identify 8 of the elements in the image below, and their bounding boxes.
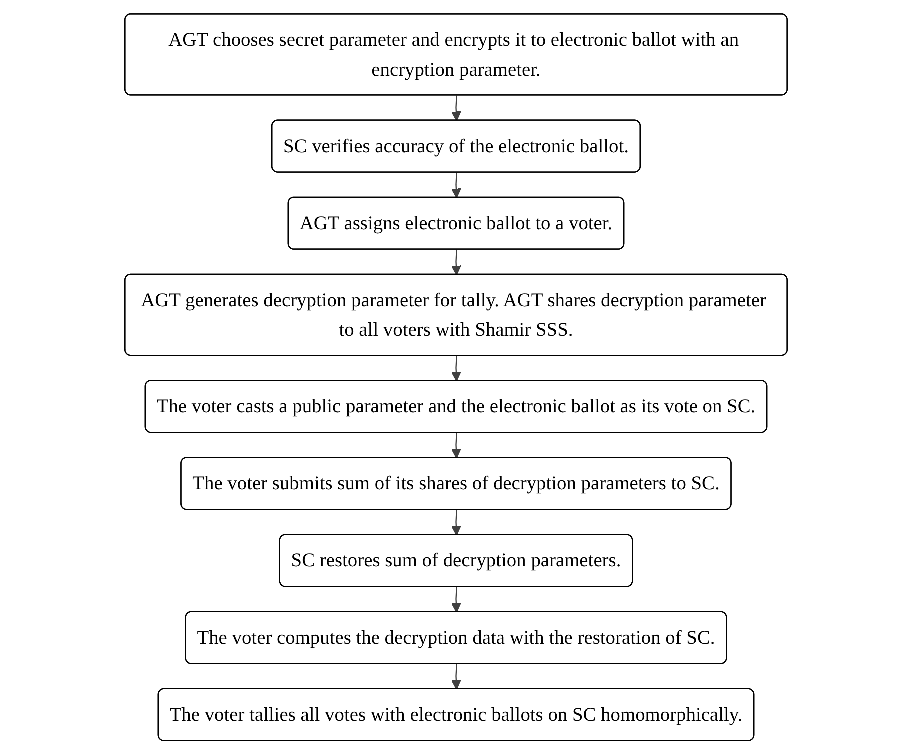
arrow	[451, 433, 462, 459]
arrow	[451, 96, 462, 122]
arrow	[451, 587, 462, 613]
arrow	[451, 356, 462, 382]
arrow	[451, 172, 462, 198]
arrow	[451, 510, 462, 536]
arrow	[451, 664, 462, 690]
arrow	[451, 250, 462, 276]
